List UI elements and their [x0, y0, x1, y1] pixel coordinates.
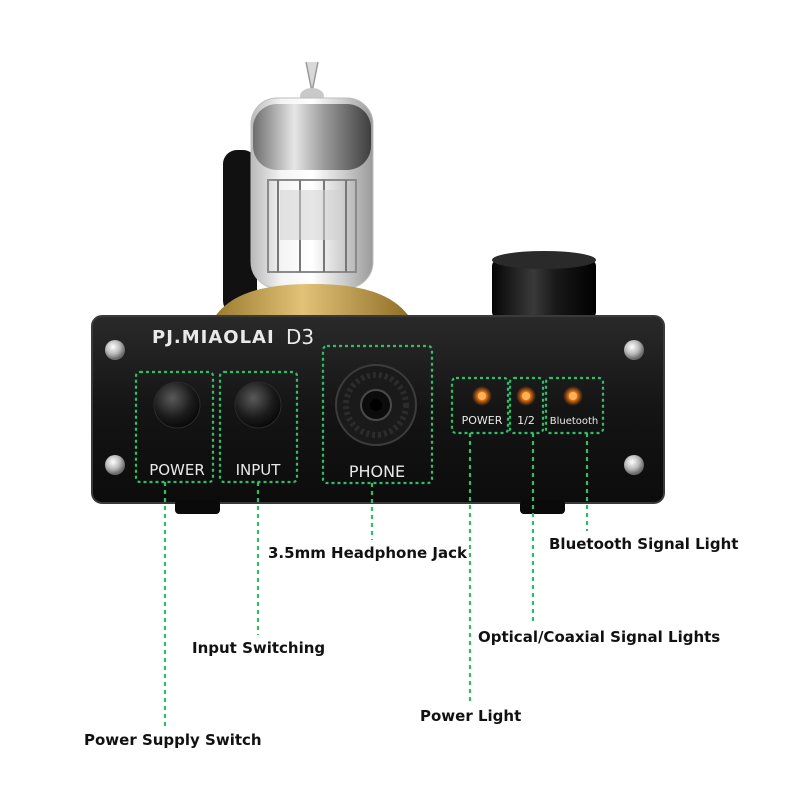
power-led-label: POWER	[462, 414, 503, 427]
power-led-frame	[450, 376, 510, 435]
bluetooth-signal-light-callout: Bluetooth Signal Light	[549, 535, 739, 553]
antenna	[223, 150, 257, 315]
power-button-label: POWER	[149, 461, 205, 479]
power-led	[478, 392, 486, 400]
headphone-jack-callout: 3.5mm Headphone Jack	[268, 544, 468, 562]
headphone-jack-label: PHONE	[349, 462, 405, 481]
screw	[105, 455, 125, 475]
bluetooth-led-frame	[544, 376, 605, 435]
power-supply-switch-callout: Power Supply Switch	[84, 731, 262, 749]
input-switching-callout: Input Switching	[192, 639, 326, 657]
screw	[624, 340, 644, 360]
input-button[interactable]	[234, 381, 282, 429]
power-button-frame	[134, 370, 215, 484]
power-light-callout: Power Light	[420, 707, 522, 725]
vacuum-tube	[250, 61, 374, 289]
bluetooth-led	[569, 392, 577, 400]
bluetooth-led-label: Bluetooth	[550, 416, 599, 427]
model-name: D3	[286, 325, 314, 349]
input-button-label: INPUT	[236, 461, 282, 479]
screw	[105, 340, 125, 360]
headphone-jack[interactable]	[335, 364, 417, 446]
tube-base	[214, 284, 410, 318]
half-led-frame	[508, 376, 545, 435]
power-button[interactable]	[153, 381, 201, 429]
headphone-jack-frame	[321, 344, 434, 485]
brand-logo: PJ.MIAOLAI	[152, 327, 275, 348]
optical-coaxial-callout: Optical/Coaxial Signal Lights	[478, 628, 721, 646]
half-led-label: 1/2	[517, 414, 535, 427]
half-led	[522, 392, 530, 400]
screw	[624, 455, 644, 475]
volume-knob	[492, 251, 596, 318]
